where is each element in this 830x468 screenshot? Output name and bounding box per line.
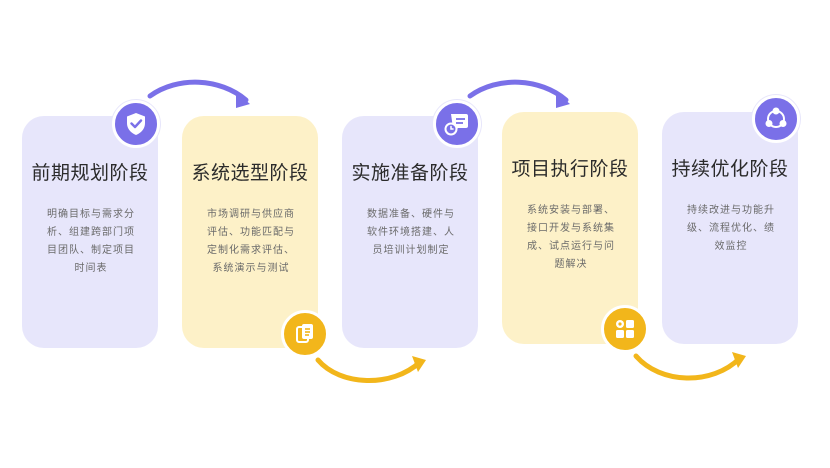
stage-card-planning: 前期规划阶段 明确目标与需求分 析、组建跨部门项 目团队、制定项目 时间表 [22,116,158,348]
stage-description: 数据准备、硬件与 软件环境搭建、人 员培训计划制定 [358,206,464,260]
stage-card-optimization: 持续优化阶段 持续改进与功能升 级、流程优化、绩 效监控 [662,112,798,344]
stage-title: 实施准备阶段 [351,162,469,184]
arrow-4-to-5 [633,353,743,381]
stage-description: 持续改进与功能升 级、流程优化、绩 效监控 [678,202,784,256]
arrow-1-head [236,92,250,108]
stage-card-execution: 项目执行阶段 系统安装与部署、 接口开发与系统集 成、试点运行与问 题解决 [502,112,638,344]
network-cycle-icon [752,95,800,143]
arrow-3-head [556,92,570,108]
stage-title: 项目执行阶段 [511,158,629,180]
desc-line: 效监控 [714,241,748,252]
desc-line: 市场调研与供应商 [207,209,295,220]
shield-check-icon [112,100,160,148]
stage-card-preparation: 实施准备阶段 数据准备、硬件与 软件环境搭建、人 员培训计划制定 [342,116,478,348]
desc-line: 析、组建跨部门项 [47,227,135,238]
desc-line: 系统安装与部署、 [527,205,615,216]
stage-title: 前期规划阶段 [31,162,149,184]
desc-line: 评估、功能匹配与 [207,227,295,238]
arrow-4-head [732,352,746,368]
stage-card-selection: 系统选型阶段 市场调研与供应商 评估、功能匹配与 定制化需求评估、 系统演示与测… [182,116,318,348]
desc-line: 时间表 [74,263,108,274]
stage-title: 系统选型阶段 [191,162,309,184]
desc-line: 员培训计划制定 [372,245,450,256]
stage-description: 系统安装与部署、 接口开发与系统集 成、试点运行与问 题解决 [518,202,624,274]
stage-title: 持续优化阶段 [671,158,789,180]
arrow-2-to-3 [315,357,423,383]
desc-line: 数据准备、硬件与 [367,209,455,220]
desc-line: 目团队、制定项目 [47,245,135,256]
desc-line: 题解决 [554,259,588,270]
documents-icon [281,310,329,358]
desc-line: 接口开发与系统集 [527,223,615,234]
grid-gear-icon [601,305,649,353]
stage-description: 市场调研与供应商 评估、功能匹配与 定制化需求评估、 系统演示与测试 [198,206,304,278]
stage-description: 明确目标与需求分 析、组建跨部门项 目团队、制定项目 时间表 [38,206,144,278]
desc-line: 定制化需求评估、 [207,245,295,256]
desc-line: 级、流程优化、绩 [687,223,775,234]
desc-line: 明确目标与需求分 [47,209,135,220]
desc-line: 系统演示与测试 [212,263,290,274]
desc-line: 成、试点运行与问 [527,241,615,252]
arrow-2-head [412,356,426,372]
desc-line: 软件环境搭建、人 [367,227,455,238]
arrow-3-to-4 [467,79,569,103]
desc-line: 持续改进与功能升 [687,205,775,216]
chat-clock-icon [433,100,481,148]
arrow-1-to-2 [147,79,249,103]
